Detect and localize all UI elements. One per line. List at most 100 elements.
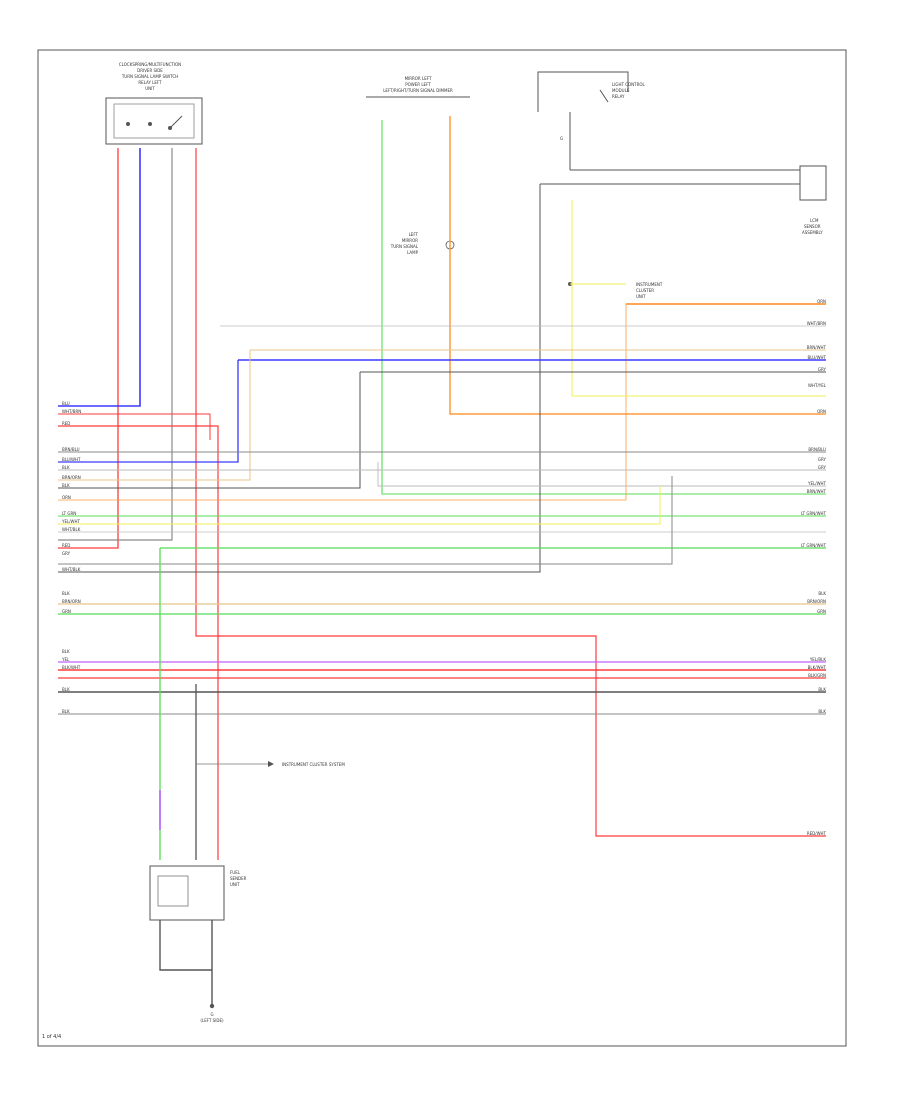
left-row-label: BRN/ORN [62,599,81,604]
left-row-label: BLK [62,591,70,596]
turn-signal-switch: CLOCKSPRING/MULTIFUNCTION DRIVER SIDE TU… [105,62,203,145]
right-row-label: GRY [818,465,827,470]
right-connector-labels: ORN WHT/BRN BRN/WHT BLU/WHT GRY WHT/YEL ORN BRN… [801,299,827,836]
left-row-label: BLU/WHT [62,457,81,462]
wire-dark-lcm [58,184,541,573]
wire-red-fuel [58,425,219,860]
left-row-label: BLK [62,465,70,470]
sensor-label-1: LCM [810,218,819,223]
right-row-label: ORN [817,299,826,304]
left-row-label: GRN [62,609,71,614]
right-row-label: BLK [818,709,826,714]
diagram-frame [37,49,847,1047]
wire-row-7 [377,462,826,487]
wire-blue-row [58,360,239,463]
wire-red-row-2 [58,413,211,440]
lcm-label-3: RELAY [612,94,625,99]
fuel-label-3: UNIT [230,882,240,887]
wire-row-9 [58,486,661,525]
cluster-label-1: INSTRUMENT [636,282,663,287]
lcm-ground: G [560,136,563,141]
right-row-label: RED/WHT [807,831,827,836]
switch-box [105,97,203,145]
left-row-label: YEL/WHT [61,519,81,524]
left-row-label: BLK/WHT [62,665,81,670]
lamp-label-2: MIRROR [402,238,418,243]
right-row-label: BLK [818,687,826,692]
left-row-label: RED [62,543,70,548]
page-code: 1 of 4/4 [42,1034,62,1040]
sensor-label-2: SENSOR [804,224,821,229]
wire-orange-down [58,304,627,501]
wire-red-to-bottom-right [195,148,826,837]
left-row-label: BRN/ORN [62,475,81,480]
wire-yellow-lcm [571,200,826,397]
left-connector-labels: BLU WHT/BRN RED BRN/BLU BLU/WHT BLK BRN/ORN BLK… [61,401,81,714]
instrument-cluster-ref: INSTRUMENT CLUSTER UNIT [568,282,663,299]
mirror-turn-signal-lamp: LEFT MIRROR TURN SIGNAL LAMP [390,232,455,255]
cluster-label-3: UNIT [636,294,646,299]
lcm-connector-box [799,165,827,201]
wire-dark-row [58,372,361,489]
wire-paths [58,116,826,860]
mirror-label-3: LEFT/RIGHT/TURN SIGNAL DIMMER [383,88,453,93]
left-row-label: GRY [62,551,71,556]
cluster-system-label: INSTRUMENT CLUSTER SYSTEM [282,762,345,767]
left-row-label: ORN [62,495,71,500]
wire-gray-left [58,148,173,541]
right-row-label: ORN [817,409,826,414]
right-row-label: YEL/BLK [809,657,827,662]
right-row-label: BRN/ORN [807,599,826,604]
wire-green-mirror [381,120,826,495]
left-row-label: BLK [62,709,70,714]
mirror-connector: MIRROR LEFT POWER LEFT LEFT/RIGHT/TURN S… [366,76,470,98]
right-row-label: YEL/WHT [807,481,827,486]
wire-orange-mirror [449,116,826,415]
right-row-label: BLU/WHT [808,355,827,360]
left-row-label: BLU [62,401,70,406]
right-row-label: GRN [817,609,826,614]
light-control-module: LIGHT CONTROL MODULE RELAY G LCM SENSOR … [537,71,827,235]
fuel-sender-unit: FUEL SENDER UNIT G (LEFT SIDE) [149,865,247,1023]
mirror-label-1: MIRROR LEFT [405,76,432,81]
right-row-label: BLK/GRN [808,673,826,678]
right-row-label: LT GRN/WHT [801,543,827,548]
wire-row-12 [58,476,673,565]
lamp-label-3: TURN SIGNAL [390,244,419,249]
fuel-sender-box [149,865,225,921]
right-row-label: BLK/WHT [808,665,827,670]
wire-tan-row [58,350,251,481]
lcm-label-2: MODULE [612,88,630,93]
right-row-label: GRY [818,367,827,372]
right-row-label: GRY [818,457,827,462]
switch-label-5: UNIT [145,86,155,91]
left-row-label: BLK [62,483,70,488]
lamp-label-4: LAMP [407,250,419,255]
left-row-label: BLK [62,649,70,654]
mirror-label-2: POWER LEFT [405,82,431,87]
left-row-label: WHT/BRN [62,409,81,414]
wire-blue-left [58,148,141,407]
switch-label-2: DRIVER SIDE [137,68,163,73]
sensor-label-3: ASSEMBLY [802,230,823,235]
right-row-label: BRN/WHT [807,489,827,494]
left-row-label: WHT/BLK [62,527,81,532]
right-row-label: WHT/YEL [808,383,827,388]
cluster-label-2: CLUSTER [636,288,654,293]
right-row-label: BLK [818,591,826,596]
lamp-label-1: LEFT [409,232,419,237]
left-row-label: LT GRN [62,511,76,516]
switch-label-4: RELAY LEFT [138,80,162,85]
right-row-label: WHT/BRN [807,321,826,326]
left-row-label: BLK [62,687,70,692]
fuel-label-2: SENDER [230,876,247,881]
left-row-label: YEL [61,657,70,662]
left-row-label: WHT/BLK [62,567,81,572]
ground-label-1: G [210,1012,213,1017]
right-row-label: BRN/WHT [807,345,827,350]
fuel-label-1: FUEL [230,870,241,875]
switch-label-1: CLOCKSPRING/MULTIFUNCTION [119,62,181,67]
instrument-cluster-system-ref: INSTRUMENT CLUSTER SYSTEM [196,761,345,767]
left-row-label: BRN/BLU [62,447,80,452]
